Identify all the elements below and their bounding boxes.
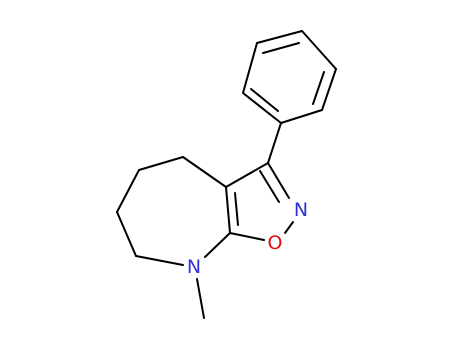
atom-label-n-ring: N [294, 199, 308, 221]
bond-ph-5 [242, 92, 282, 124]
bond-n2-o1 [284, 221, 294, 234]
bond-ph-2 [301, 30, 337, 70]
bond-ph-6 [242, 42, 258, 94]
azepine-ring [116, 156, 231, 266]
bond-c3a-c4 [182, 156, 227, 188]
bond-c4-c5 [138, 156, 184, 171]
isoxazole-ring [225, 162, 294, 241]
bond-ph-3-inner [312, 71, 325, 105]
bond-c7a-c3a [225, 186, 231, 234]
bond-c7a-c3a-inner [234, 192, 239, 226]
bond-n8-c8a [204, 232, 231, 258]
atom-label-oxygen: O [268, 232, 283, 254]
bond-phenyl-isoxazole [267, 122, 282, 164]
atom-label-n-amine: N [187, 256, 201, 278]
bond-n-methyl [196, 278, 205, 319]
bond-ph-5-inner [250, 88, 279, 112]
bond-c7-n8 [135, 255, 184, 266]
bond-ph-1-inner [262, 42, 300, 54]
bond-c6-c7 [116, 211, 137, 257]
bond-ph-1 [256, 30, 303, 44]
bond-ph-3 [321, 68, 337, 111]
bond-ph-4 [280, 109, 323, 124]
bond-c5-c6 [116, 169, 140, 213]
bond-c3-n2 [267, 162, 290, 199]
bond-o1-c7a [229, 232, 265, 241]
bond-c3-n2-inner [259, 170, 280, 203]
bond-c3a-c3 [225, 162, 269, 188]
phenyl-ring [242, 30, 337, 124]
